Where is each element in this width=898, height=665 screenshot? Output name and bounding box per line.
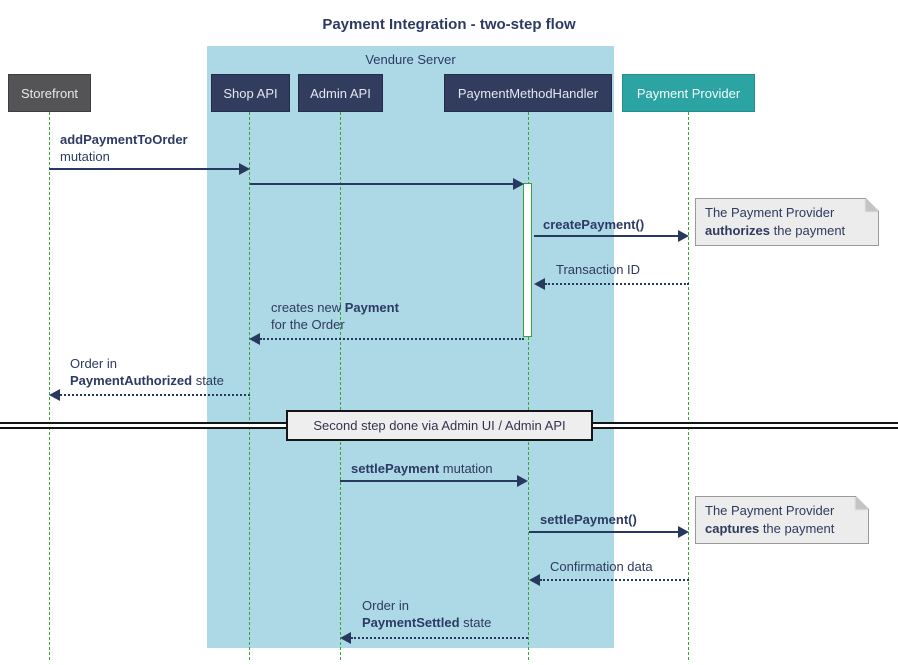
diagram-title: Payment Integration - two-step flow [322,16,576,33]
arrow-payment-settled [340,632,528,644]
note-captures: The Payment Provider captures the paymen… [695,496,869,544]
participant-label: Admin API [310,85,371,101]
message-label-add-payment-to-order: addPaymentToOrder mutation [60,132,188,164]
message-label-settle-payment-mutation: settlePayment mutation [351,461,493,476]
arrowhead-icon [678,526,689,538]
arrow-transaction-id [534,278,689,290]
arrowhead-icon [49,389,60,401]
arrowhead-icon [249,333,260,345]
message-label-transaction-id: Transaction ID [556,262,641,277]
participant-label: Shop API [223,85,278,101]
arrowhead-icon [678,230,689,242]
participant-label: Storefront [20,85,79,101]
note-fold-icon [856,496,869,509]
arrowhead-icon [517,475,528,487]
note-authorizes: The Payment Provider authorizes the paym… [695,198,879,246]
arrow-shop-api-to-handler [250,178,524,190]
arrowhead-icon [340,632,351,644]
participant-payment-method-handler: PaymentMethodHandler [444,74,612,112]
arrowhead-icon [529,574,540,586]
message-label-creates-new-payment: creates new Payment for the Order [271,300,399,332]
message-label-confirmation-data: Confirmation data [550,559,653,574]
divider-second-step: Second step done via Admin UI / Admin AP… [286,410,593,441]
activation-bar-payment-method-handler [523,183,532,337]
arrow-confirmation-data [529,574,689,586]
note-fold-icon [866,198,879,211]
arrow-settle-payment-mutation [340,475,528,487]
message-label-payment-settled: Order in PaymentSettled state [362,598,492,630]
arrow-create-payment [534,230,689,242]
lifeline-storefront [49,112,50,660]
arrow-add-payment-to-order [49,163,250,175]
arrow-settle-payment-call [529,526,689,538]
arrow-creates-new-payment [249,333,524,345]
participant-shop-api: Shop API [211,74,290,112]
lifeline-payment-provider [688,112,689,660]
lifeline-shop-api [249,112,250,660]
message-label-settle-payment-call: settlePayment() [540,512,637,527]
lifeline-payment-method-handler [528,112,529,660]
arrowhead-icon [239,163,250,175]
participant-label: Payment Provider [636,85,741,101]
participant-label: PaymentMethodHandler [457,85,599,101]
participant-storefront: Storefront [8,74,91,112]
server-group-label: Vendure Server [365,52,456,67]
participant-admin-api: Admin API [298,74,383,112]
message-label-payment-authorized: Order in PaymentAuthorized state [70,356,224,388]
arrowhead-icon [513,178,524,190]
arrow-payment-authorized [49,389,250,401]
arrowhead-icon [534,278,545,290]
message-label-create-payment: createPayment() [543,217,645,232]
participant-payment-provider: Payment Provider [622,74,755,112]
lifeline-admin-api [340,112,341,660]
server-group-vendure: Vendure Server [207,46,614,648]
